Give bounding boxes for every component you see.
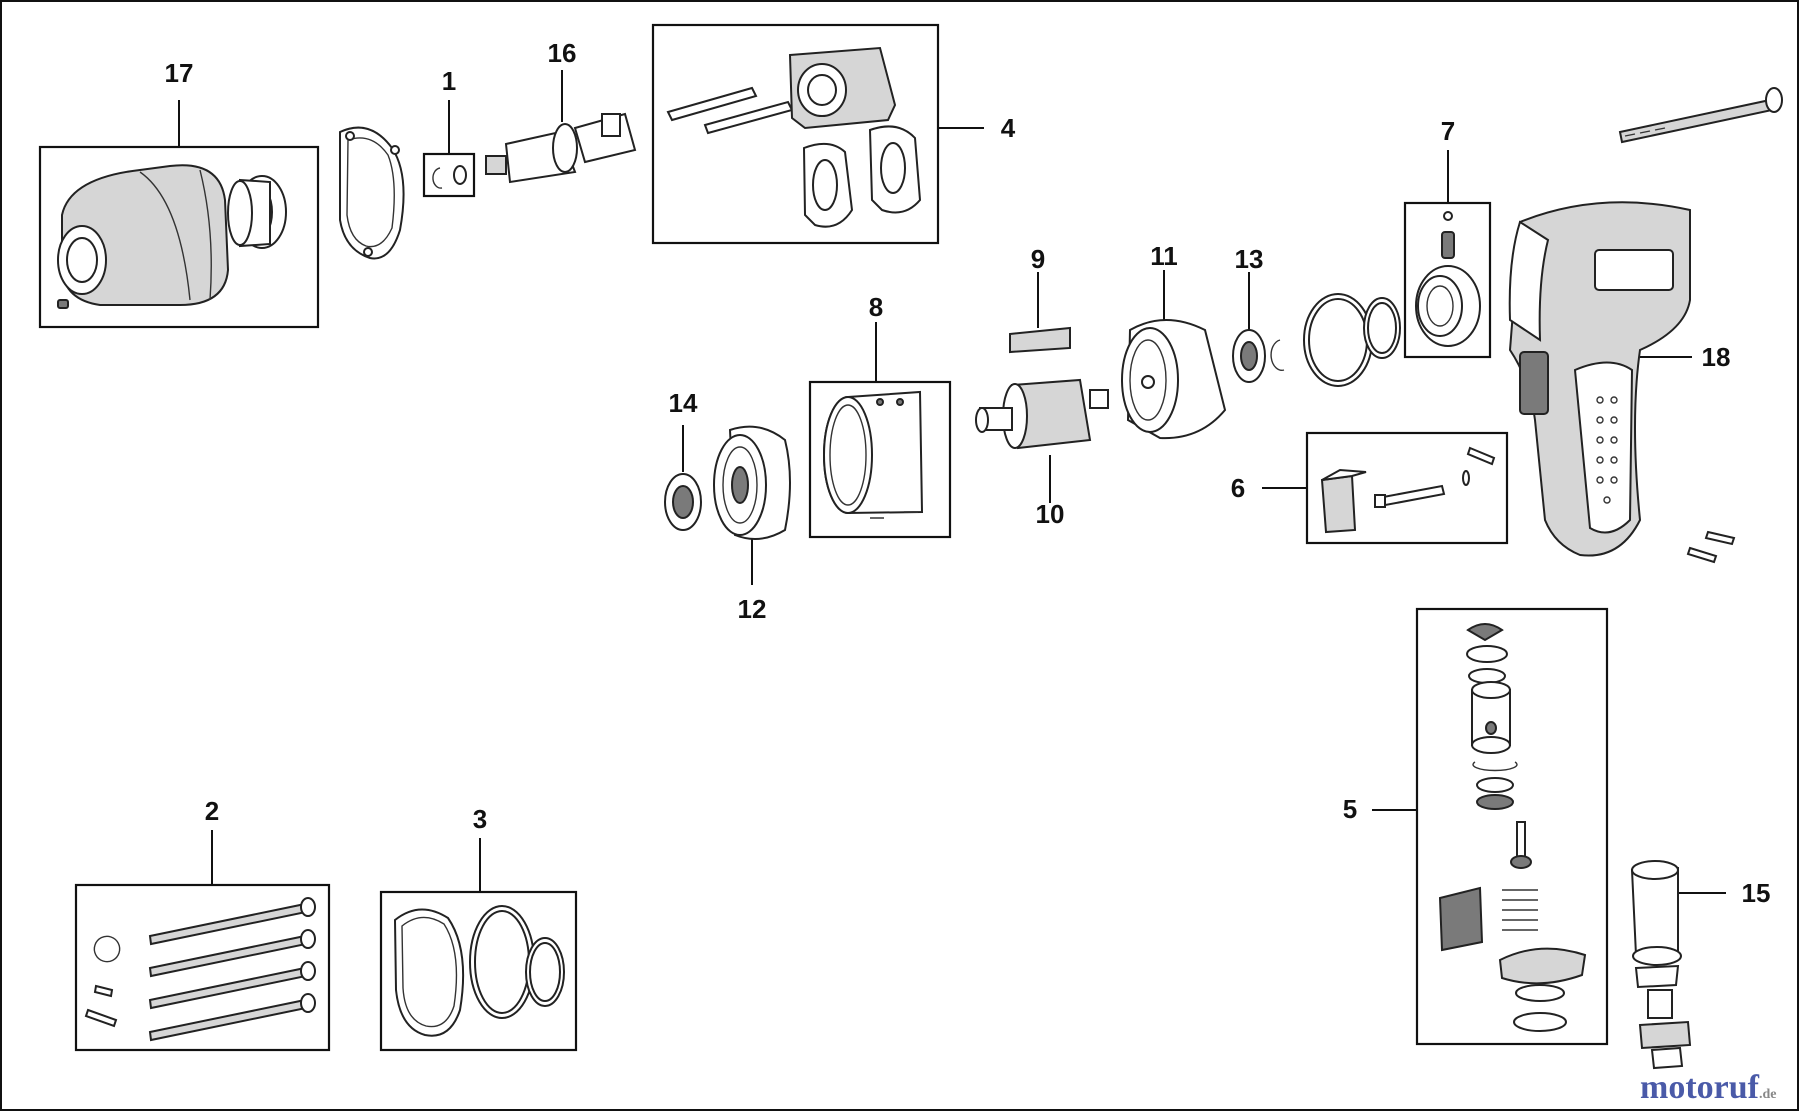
watermark-text: motoruf: [1640, 1069, 1760, 1106]
part-1-clip-set: [422, 100, 476, 198]
part-12-rear-plate: [713, 425, 791, 585]
callout-10: 10: [1036, 499, 1065, 529]
part-15-reverse-valve: [1630, 860, 1726, 1070]
callout-14: 14: [669, 388, 698, 418]
callout-3: 3: [473, 804, 487, 834]
watermark-logo: motoruf.de: [1640, 1069, 1776, 1106]
part-4-hammer-mechanism: [651, 23, 984, 245]
callout-2: 2: [205, 796, 219, 826]
part-5-valve-assembly: [1372, 607, 1609, 1046]
callout-13: 13: [1235, 244, 1264, 274]
callout-6: 6: [1231, 473, 1245, 503]
part-16-anvil: [485, 70, 637, 184]
part-10-rotor: [975, 378, 1109, 503]
callout-18: 18: [1702, 342, 1731, 372]
callout-15: 15: [1742, 878, 1771, 908]
callout-17: 17: [165, 58, 194, 88]
through-bolt: [1618, 87, 1783, 144]
callout-12: 12: [738, 594, 767, 624]
part-9-rotor-blade: [1009, 272, 1071, 354]
part-2-bolt-set: [74, 830, 331, 1052]
part-8-cylinder: [808, 322, 952, 539]
callout-8: 8: [869, 292, 883, 322]
part-7-end-plate: [1403, 150, 1492, 359]
gasket-plate: [339, 126, 405, 260]
callout-9: 9: [1031, 244, 1045, 274]
callout-5: 5: [1343, 794, 1357, 824]
part-3-gasket-kit: [379, 838, 578, 1052]
part-11-front-plate: [1121, 270, 1227, 440]
o-rings-pair: [1303, 293, 1401, 387]
callout-7: 7: [1441, 116, 1455, 146]
watermark-suffix: .de: [1759, 1087, 1777, 1102]
callout-16: 16: [548, 38, 577, 68]
part-17-hammer-case: [38, 100, 320, 329]
svg-text:motoruf.de: motoruf.de: [1640, 1069, 1776, 1106]
part-6-trigger-assembly: [1262, 431, 1509, 545]
part-18-housing: [1508, 201, 1736, 564]
part-14-bearing: [664, 425, 702, 531]
callout-11: 11: [1150, 241, 1178, 271]
callout-1: 1: [442, 66, 456, 96]
callout-4: 4: [1001, 113, 1016, 143]
part-13-bearing: [1232, 272, 1285, 383]
